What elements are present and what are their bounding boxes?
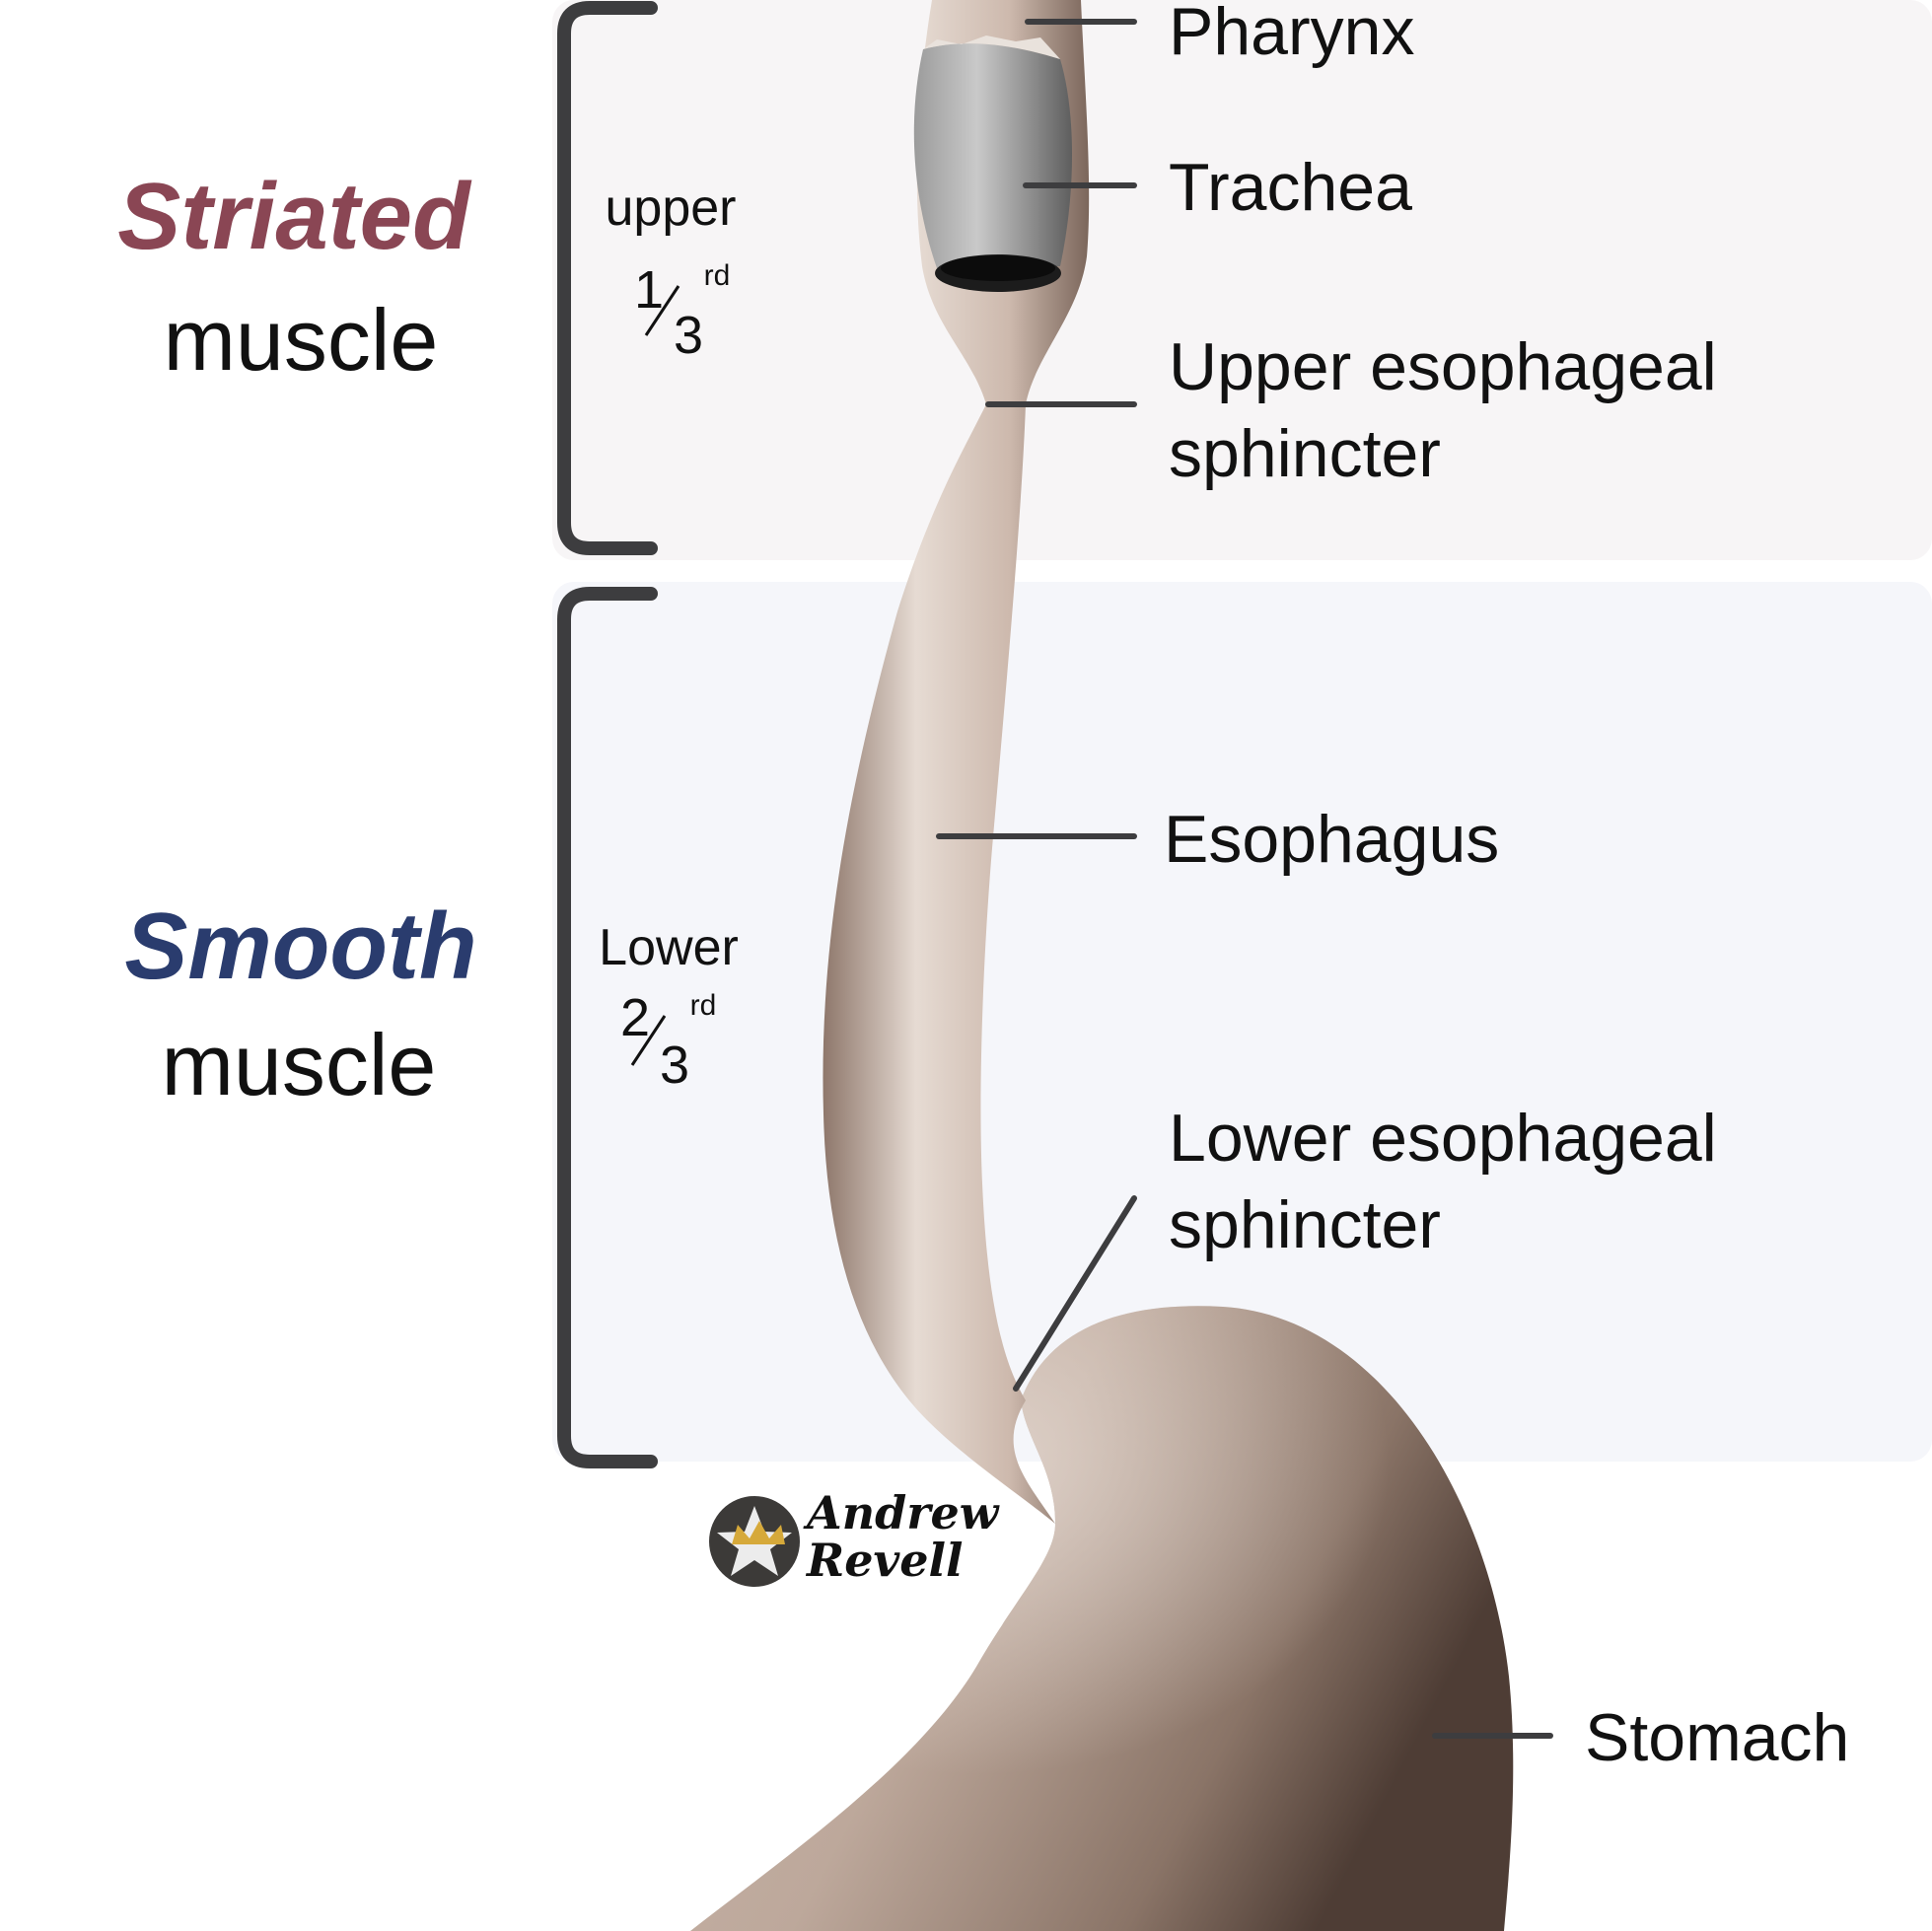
stomach-shape <box>690 1306 1514 1931</box>
lower-fraction-suffix: rd <box>690 989 717 1022</box>
lower-portion-word: Lower <box>599 919 739 976</box>
les-leader <box>1013 1195 1137 1392</box>
upper-fraction-suffix: rd <box>704 259 731 292</box>
lower-two-thirds-bracket <box>557 587 658 1468</box>
upper-fraction: upper 1 3 rd <box>606 179 737 365</box>
esophagus-label: Esophagus <box>1164 802 1499 877</box>
upper-fraction-numerator: 1 <box>634 260 664 320</box>
trachea-shape <box>913 36 1073 292</box>
striated-muscle-word: muscle <box>164 291 439 389</box>
lower-fraction: Lower 2 3 rd <box>599 919 739 1095</box>
esophagus-tube <box>823 0 1090 1524</box>
trachea-label: Trachea <box>1169 150 1412 225</box>
author-watermark: Andrew Revell <box>709 1486 1000 1587</box>
ues-label-line2: sphincter <box>1169 416 1441 491</box>
ues-label-line1: Upper esophageal <box>1169 329 1717 404</box>
upper-third-panel <box>552 0 1932 560</box>
smooth-heading: Smooth <box>124 894 476 999</box>
upper-portion-word: upper <box>606 179 737 237</box>
upper-third-bracket <box>557 1 658 555</box>
pharynx-label: Pharynx <box>1169 0 1414 69</box>
upper-fraction-denominator: 3 <box>674 306 703 365</box>
watermark-line1: Andrew <box>803 1486 1000 1539</box>
striated-heading: Striated <box>117 164 472 269</box>
stomach-label: Stomach <box>1585 1700 1849 1775</box>
les-label-line1: Lower esophageal <box>1169 1101 1717 1176</box>
lower-fraction-denominator: 3 <box>660 1036 689 1095</box>
lower-fraction-numerator: 2 <box>620 988 650 1047</box>
smooth-muscle-word: muscle <box>162 1016 437 1113</box>
les-label-line2: sphincter <box>1169 1187 1441 1262</box>
watermark-line2: Revell <box>805 1534 963 1587</box>
